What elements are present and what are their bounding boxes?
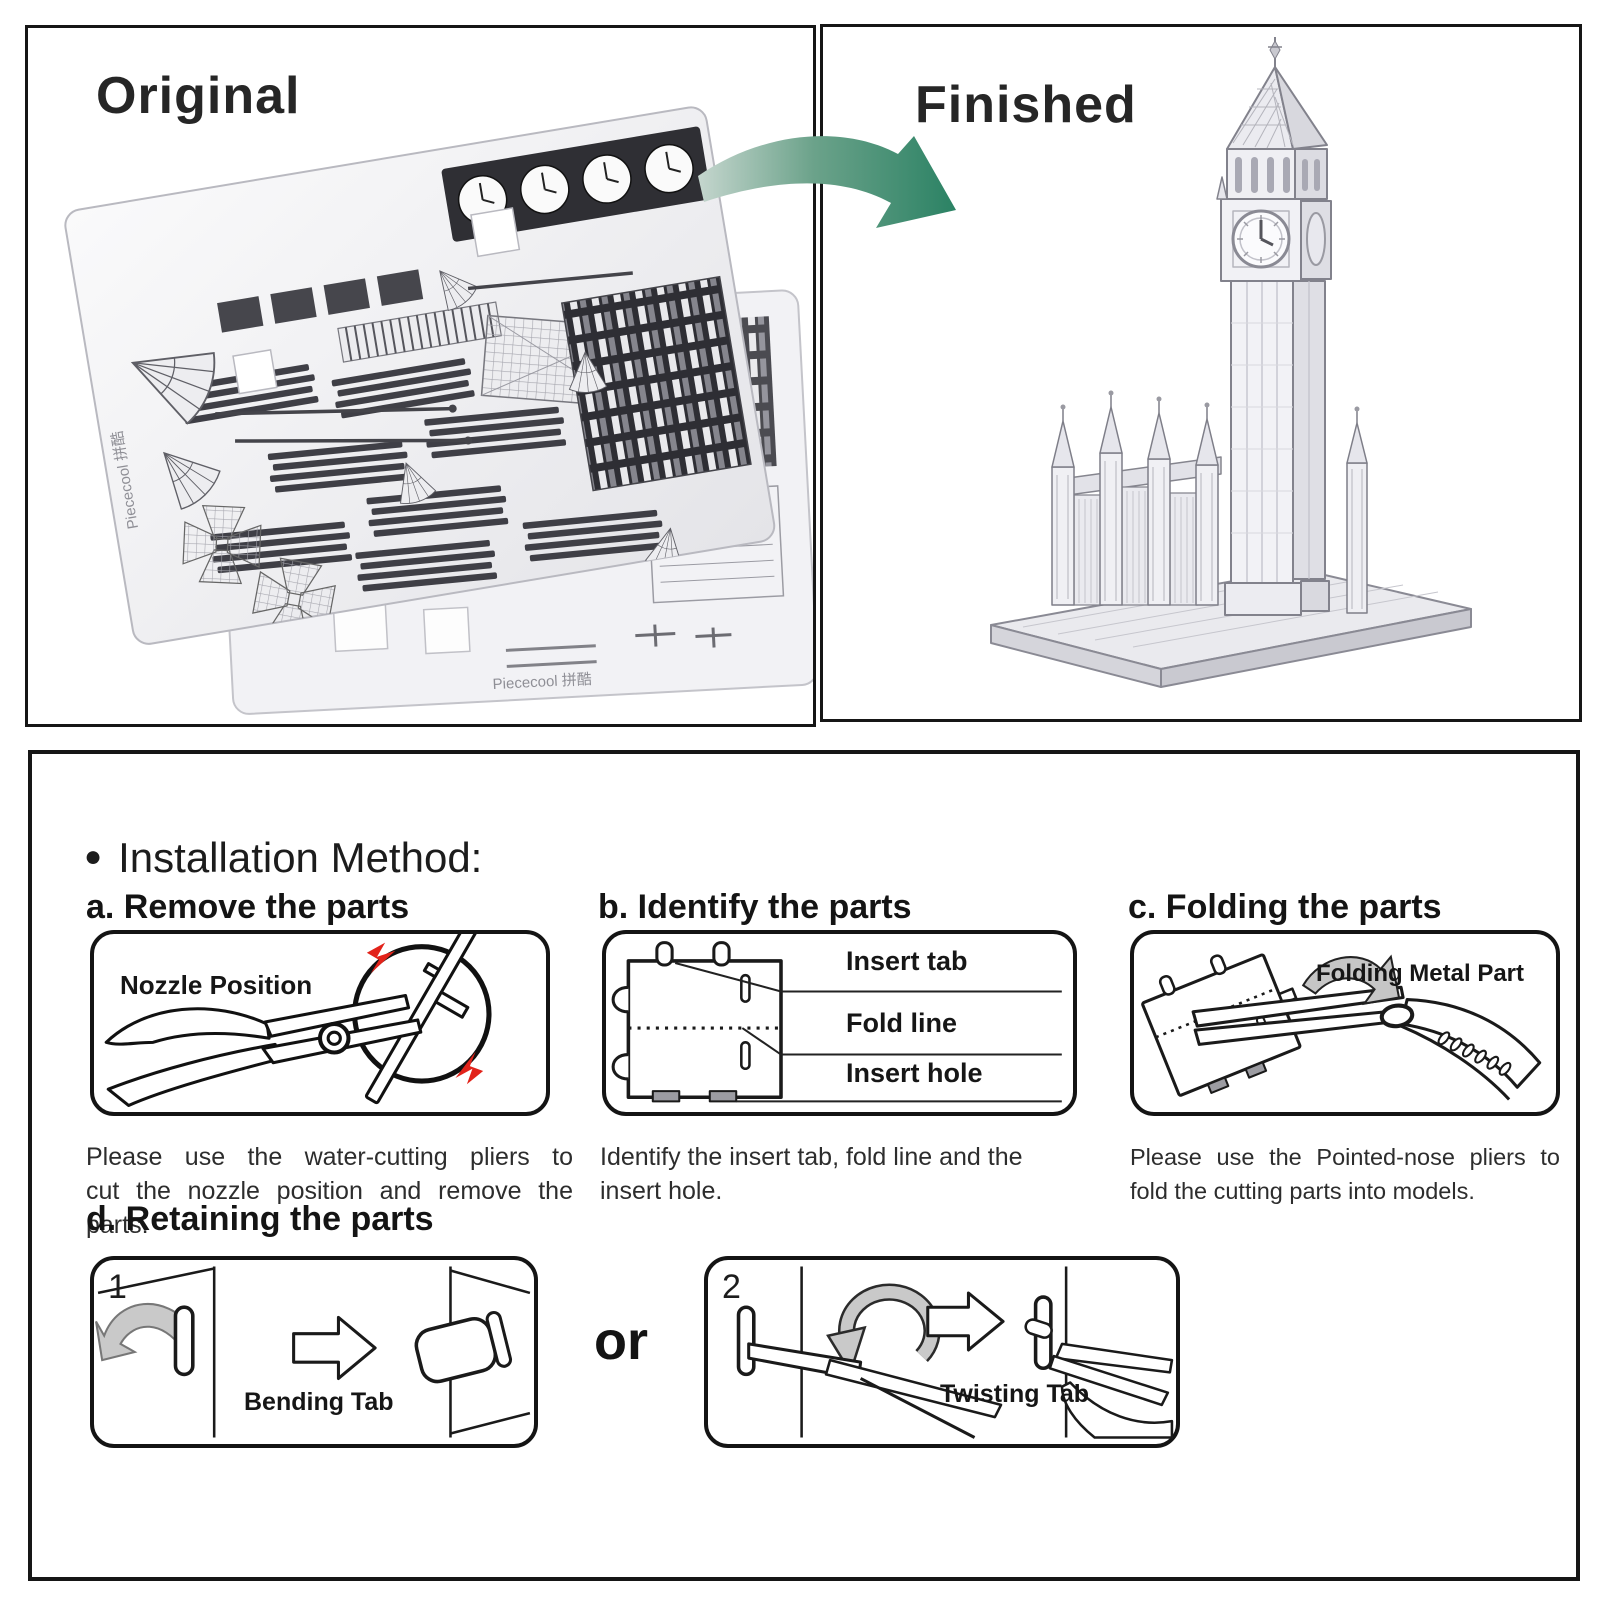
installation-method-heading: ● Installation Method: bbox=[84, 834, 482, 882]
panel-installation: ● Installation Method: a. Remove the part… bbox=[28, 750, 1580, 1581]
bending-tab-label: Bending Tab bbox=[244, 1388, 394, 1416]
right-arrow-icon bbox=[926, 1291, 1005, 1352]
bending-tab-box: 1 Bending Tab bbox=[90, 1256, 538, 1448]
remove-parts-box: Nozzle Position bbox=[90, 930, 550, 1116]
twisting-tab-box: 2 Twisting Tab bbox=[704, 1256, 1180, 1448]
step-b-title: b. Identify the parts bbox=[598, 888, 912, 926]
fold-curved-arrow-icon bbox=[1301, 954, 1401, 1006]
option-2-number: 2 bbox=[722, 1268, 741, 1306]
nozzle-position-label: Nozzle Position bbox=[120, 970, 313, 1000]
cut-spark-icon bbox=[455, 1051, 484, 1085]
transform-arrow-icon bbox=[698, 136, 956, 228]
step-c-title: c. Folding the parts bbox=[1128, 888, 1442, 926]
step-c-caption: Please use the Pointed-nose pliers to fo… bbox=[1130, 1144, 1560, 1204]
insert-tab-label: Insert tab bbox=[846, 946, 968, 976]
part-diagram-illustration bbox=[611, 941, 1062, 1103]
fold-line-label: Fold line bbox=[846, 1008, 957, 1038]
twisting-tab-label: Twisting Tab bbox=[940, 1380, 1090, 1408]
nozzle-pliers-illustration bbox=[104, 934, 492, 1107]
bending-tab-illustration bbox=[95, 1266, 531, 1438]
brand-text-back: Piececool 拼酷 bbox=[492, 671, 592, 693]
panel-finished: Finished bbox=[820, 24, 1582, 722]
right-arrow-icon bbox=[292, 1315, 377, 1381]
folding-metal-part-label: Folding Metal Part bbox=[1316, 960, 1525, 987]
step-b-caption: Identify the insert tab, fold line and t… bbox=[600, 1143, 1023, 1205]
bend-curved-arrow-icon bbox=[95, 1303, 193, 1362]
panel-title-original: Original bbox=[96, 67, 301, 125]
installation-method-label: Installation Method: bbox=[118, 834, 483, 881]
cut-spark-icon bbox=[366, 942, 396, 974]
option-1-number: 1 bbox=[108, 1268, 127, 1306]
metal-sheet-front: Piececool 拼酷 bbox=[64, 106, 776, 645]
identify-parts-box: Insert tab Fold line Insert hole bbox=[602, 930, 1077, 1116]
panel-original: Piececool 拼酷 bbox=[25, 25, 816, 727]
twisting-tab-illustration bbox=[736, 1266, 1174, 1439]
panel-title-finished: Finished bbox=[915, 76, 1137, 134]
bigben-model-illustration bbox=[990, 37, 1472, 688]
insert-hole-label: Insert hole bbox=[846, 1058, 983, 1088]
bullet-icon: ● bbox=[84, 840, 103, 873]
metal-sheets-illustration: Piececool 拼酷 bbox=[64, 106, 813, 715]
folding-pliers-illustration bbox=[1141, 953, 1542, 1101]
step-a-caption: Please use the water-cutting pliers to c… bbox=[86, 1143, 573, 1239]
twist-curved-arrow-icon bbox=[826, 1325, 867, 1376]
step-a-title: a. Remove the parts bbox=[86, 888, 410, 926]
step-d-title: d. Retaining the parts bbox=[86, 1200, 434, 1238]
folding-parts-box: Folding Metal Part bbox=[1130, 930, 1560, 1116]
or-separator: or bbox=[594, 1311, 648, 1371]
